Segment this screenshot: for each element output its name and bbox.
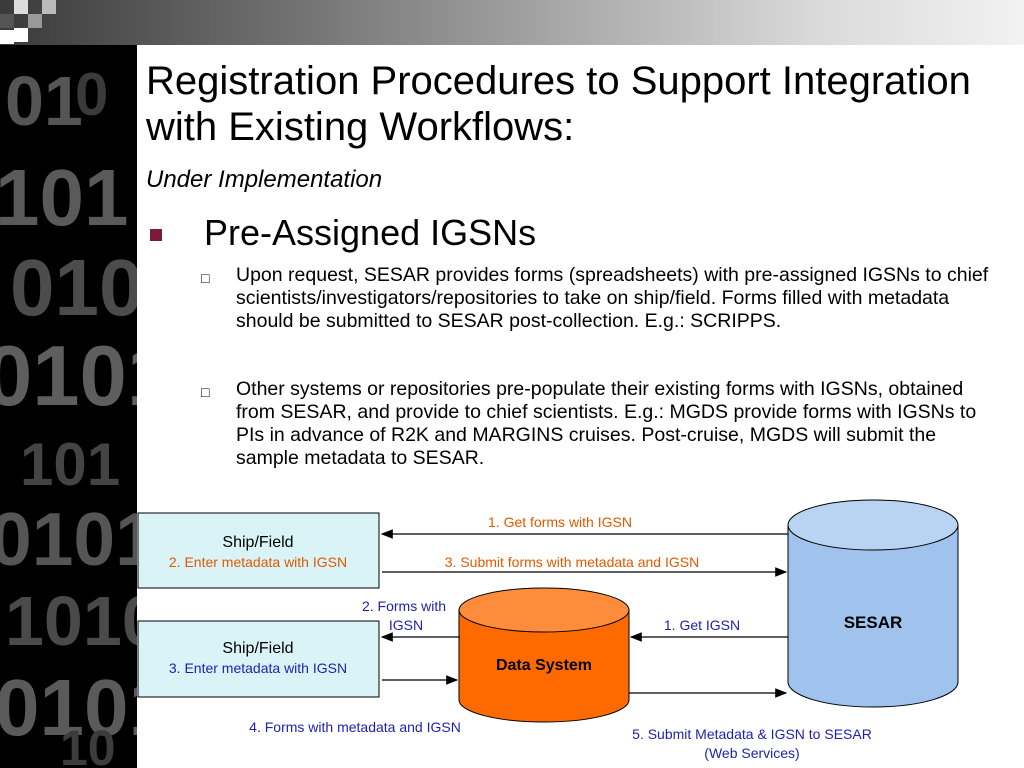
label-forms-with-2: IGSN — [389, 617, 423, 633]
label-forms-metadata: 4. Forms with metadata and IGSN — [249, 719, 461, 735]
svg-text:010: 010 — [10, 243, 137, 332]
svg-text:0: 0 — [75, 61, 108, 128]
square-bullet-icon — [150, 229, 162, 241]
slide-title: Registration Procedures to Support Integ… — [146, 59, 971, 149]
svg-text:101: 101 — [0, 153, 128, 242]
data-system-cylinder — [458, 587, 630, 723]
ship-field-box-2 — [137, 620, 380, 698]
svg-text:0101: 0101 — [0, 663, 137, 752]
sub-bullet-text: Other systems or repositories pre-popula… — [236, 378, 977, 469]
svg-text:0101: 0101 — [0, 497, 137, 581]
slide-subtitle: Under Implementation — [146, 166, 383, 193]
ship-field-title: Ship/Field — [222, 640, 293, 657]
decor-square — [14, 0, 28, 14]
main-bullet-text: Pre-Assigned IGSNs — [204, 212, 537, 253]
hollow-square-bullet-icon: □ — [201, 384, 210, 400]
data-system-label: Data System — [496, 657, 592, 674]
label-forms-with-1: 2. Forms with — [362, 598, 446, 614]
hollow-square-bullet-icon: □ — [201, 270, 210, 286]
label-submit-forms: 3. Submit forms with metadata and IGSN — [445, 554, 699, 570]
ship-field-box-1 — [137, 512, 380, 589]
label-submit-metadata-1: 5. Submit Metadata & IGSN to SESAR — [632, 726, 872, 742]
svg-text:101: 101 — [20, 431, 120, 498]
label-get-forms: 1. Get forms with IGSN — [488, 514, 632, 530]
ship-field-title: Ship/Field — [222, 534, 293, 551]
sesar-cylinder — [787, 499, 959, 708]
sub-bullet-text: Upon request, SESAR provides forms (spre… — [236, 264, 989, 332]
header-gradient-bar — [0, 0, 1024, 45]
svg-text:01: 01 — [5, 62, 83, 140]
svg-text:10: 10 — [60, 720, 116, 768]
ship-field-step: 3. Enter metadata with IGSN — [169, 660, 347, 676]
label-get-igsn: 1. Get IGSN — [664, 617, 740, 633]
decor-square — [14, 28, 28, 42]
decor-square — [0, 30, 14, 44]
sesar-label: SESAR — [844, 613, 903, 632]
decor-square — [28, 14, 42, 28]
label-submit-metadata-2: (Web Services) — [704, 745, 799, 761]
decor-square — [0, 14, 14, 28]
ship-field-step: 2. Enter metadata with IGSN — [169, 554, 347, 570]
svg-text:0101: 0101 — [0, 329, 137, 424]
decor-square — [42, 0, 56, 14]
